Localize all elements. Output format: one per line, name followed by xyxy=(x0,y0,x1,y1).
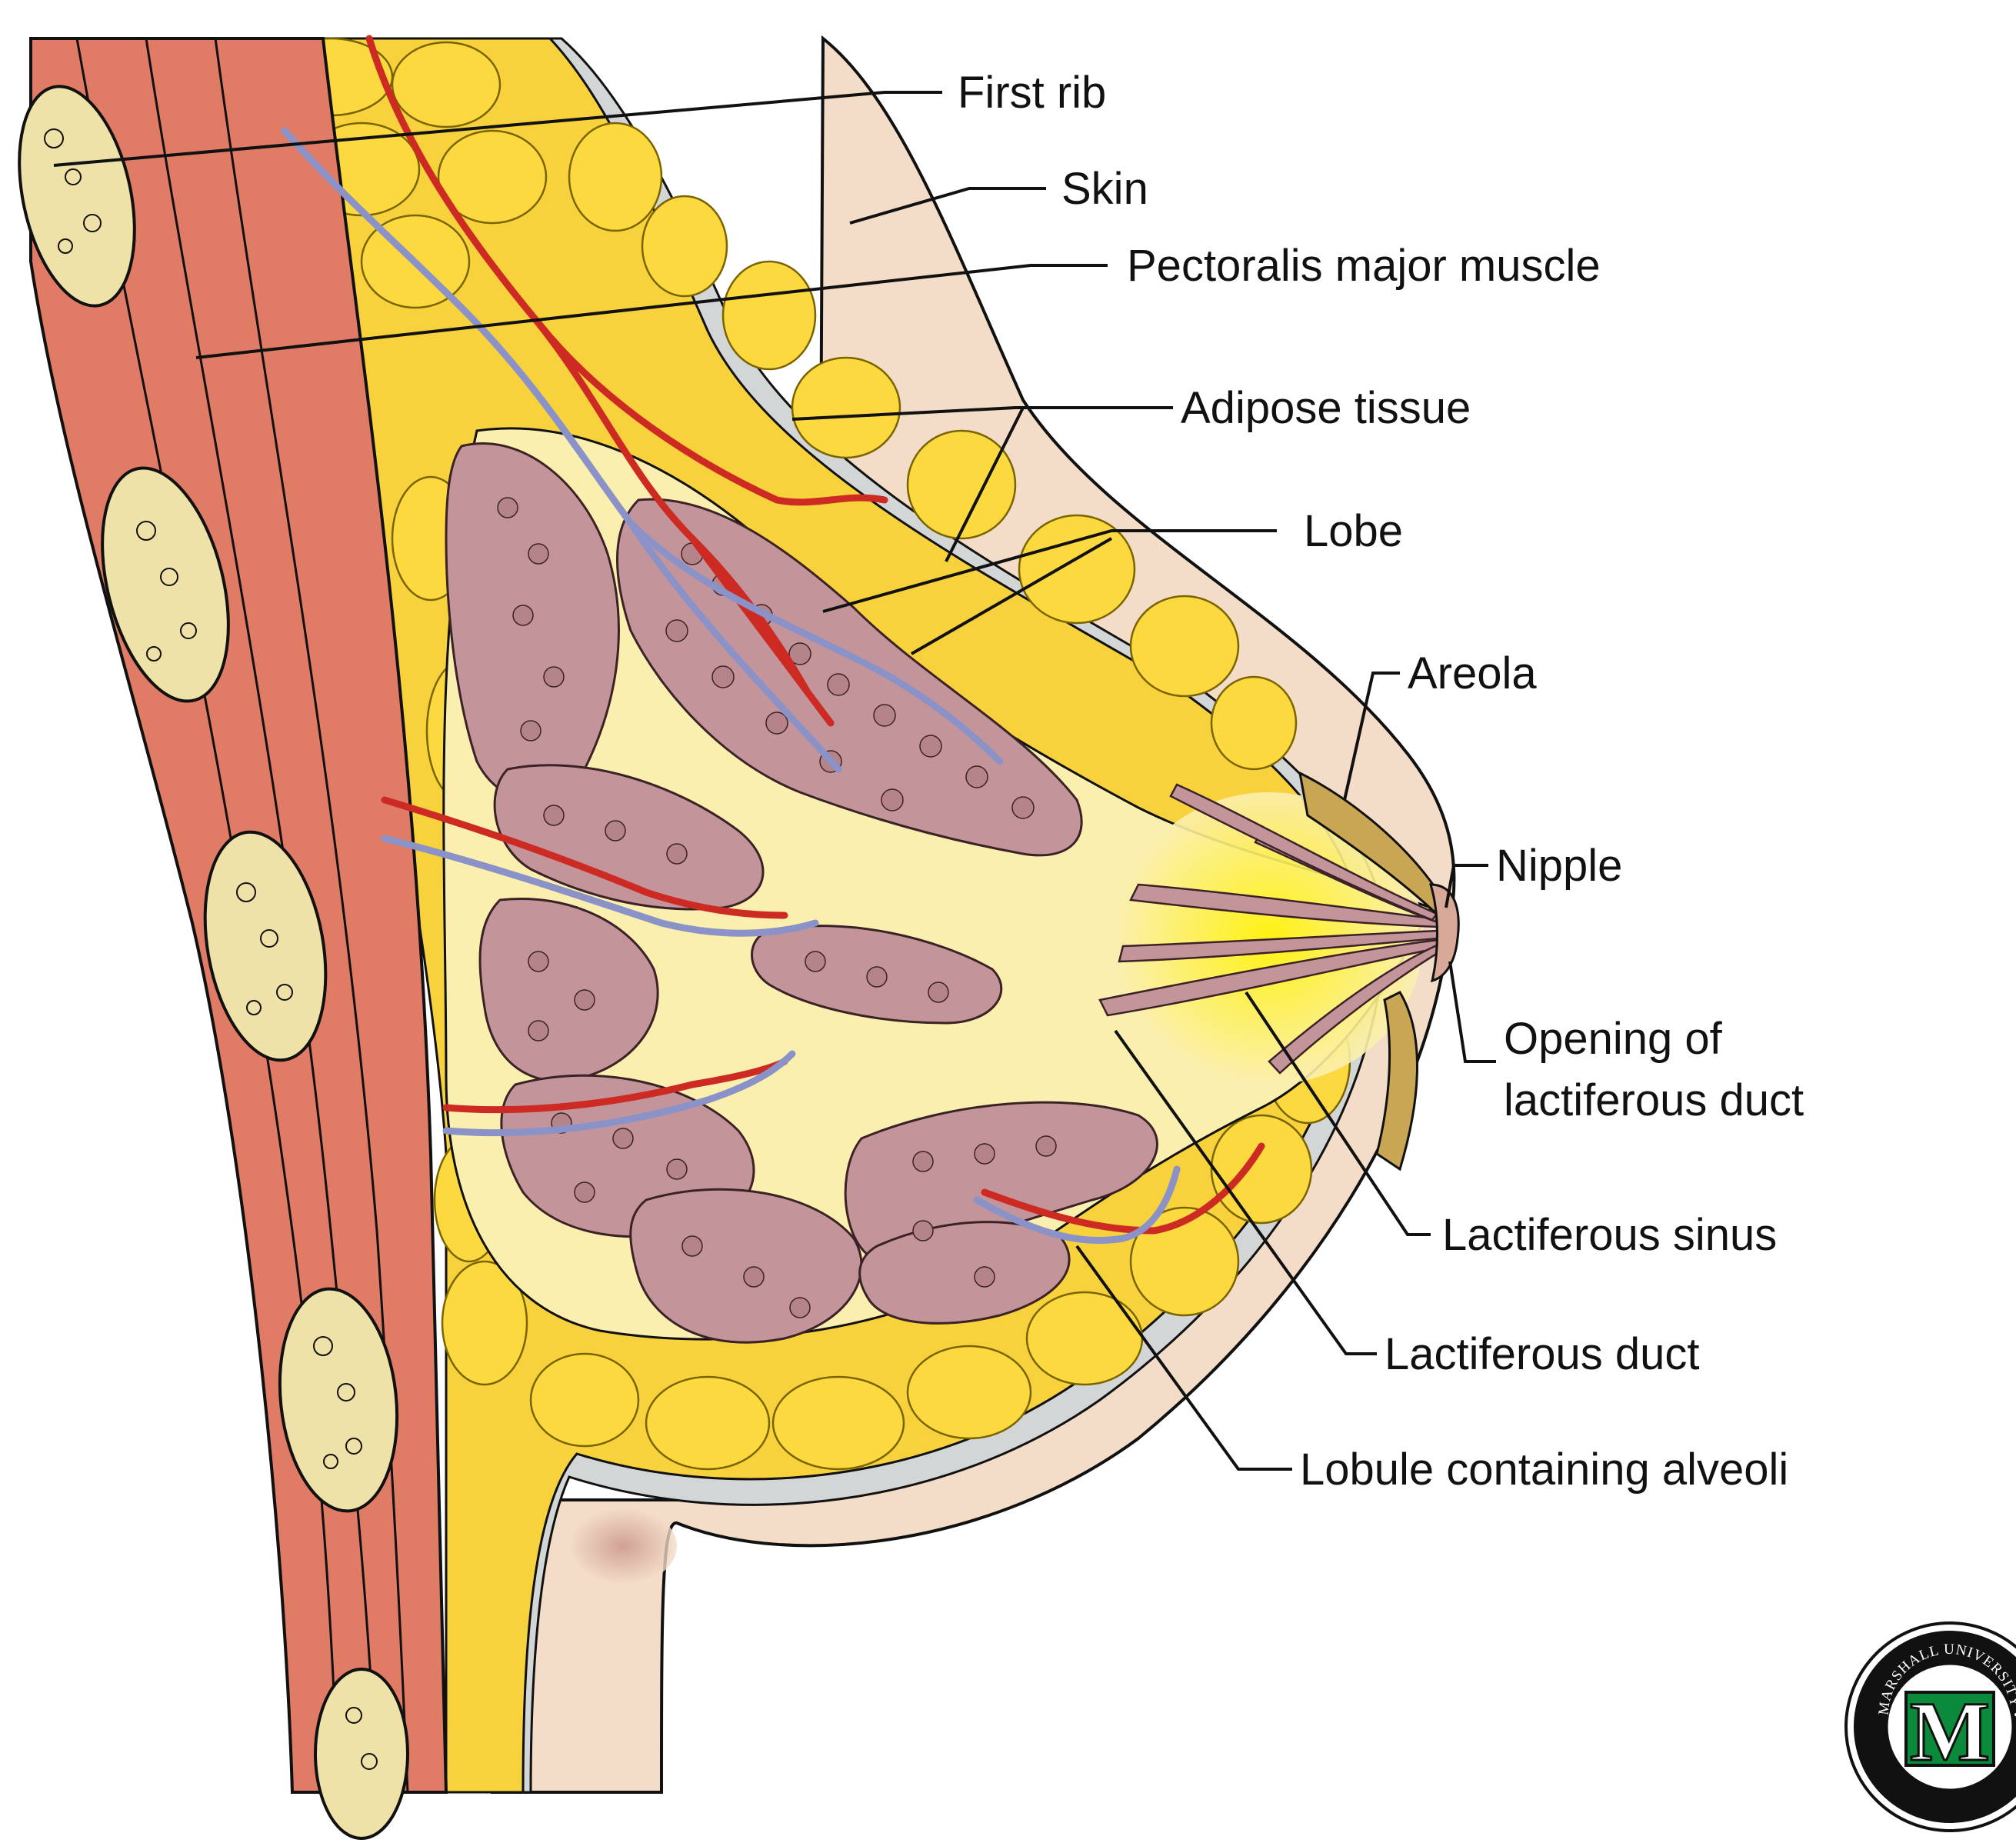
label-opening-line2: lactiferous duct xyxy=(1504,1075,1804,1125)
leader-lobe-1 xyxy=(822,529,1277,613)
label-pectoralis: Pectoralis major muscle xyxy=(1127,241,1601,291)
inframammary-fold xyxy=(569,1508,677,1585)
leader-opening xyxy=(1448,961,1496,1063)
lactiferous-ducts xyxy=(1098,783,1443,1075)
rib xyxy=(278,1287,399,1513)
label-first-rib: First rib xyxy=(958,68,1106,118)
leader-areola xyxy=(1343,672,1400,801)
leader-pectoralis xyxy=(195,264,1108,359)
seal-letter: M xyxy=(1910,1685,1990,1778)
leader-sinus xyxy=(1245,991,1431,1236)
lobe-bottom xyxy=(858,1221,1071,1325)
leader-adipose-1 xyxy=(791,406,1173,421)
muscle-fibers xyxy=(75,38,409,1793)
leader-lobule xyxy=(1075,1245,1292,1471)
label-lobule: Lobule containing alveoli xyxy=(1300,1445,1788,1495)
arteries xyxy=(365,35,1265,1235)
leader-skin xyxy=(849,187,1046,225)
nipple xyxy=(1428,883,1460,983)
leader-lobe-2 xyxy=(911,537,1112,655)
label-duct: Lactiferous duct xyxy=(1385,1329,1699,1379)
label-lobe: Lobe xyxy=(1304,506,1403,556)
rib-bone-texture xyxy=(44,128,378,1770)
first-rib xyxy=(18,85,136,308)
veins xyxy=(281,127,1181,1244)
rib xyxy=(314,1668,409,1840)
label-skin: Skin xyxy=(1061,164,1148,214)
label-nipple: Nipple xyxy=(1496,841,1622,891)
leader-first-rib xyxy=(53,91,942,167)
label-sinus: Lactiferous sinus xyxy=(1442,1210,1777,1260)
leader-nipple xyxy=(1445,864,1488,908)
label-areola: Areola xyxy=(1408,648,1537,698)
label-adipose: Adipose tissue xyxy=(1181,383,1471,433)
leader-adipose-2 xyxy=(945,407,1025,562)
alveoli-texture xyxy=(497,497,1057,1318)
leader-lines xyxy=(53,91,1496,1471)
leader-duct xyxy=(1114,1029,1377,1355)
label-opening-line1: Opening of xyxy=(1504,1014,1723,1064)
areola-lower xyxy=(1375,991,1418,1171)
